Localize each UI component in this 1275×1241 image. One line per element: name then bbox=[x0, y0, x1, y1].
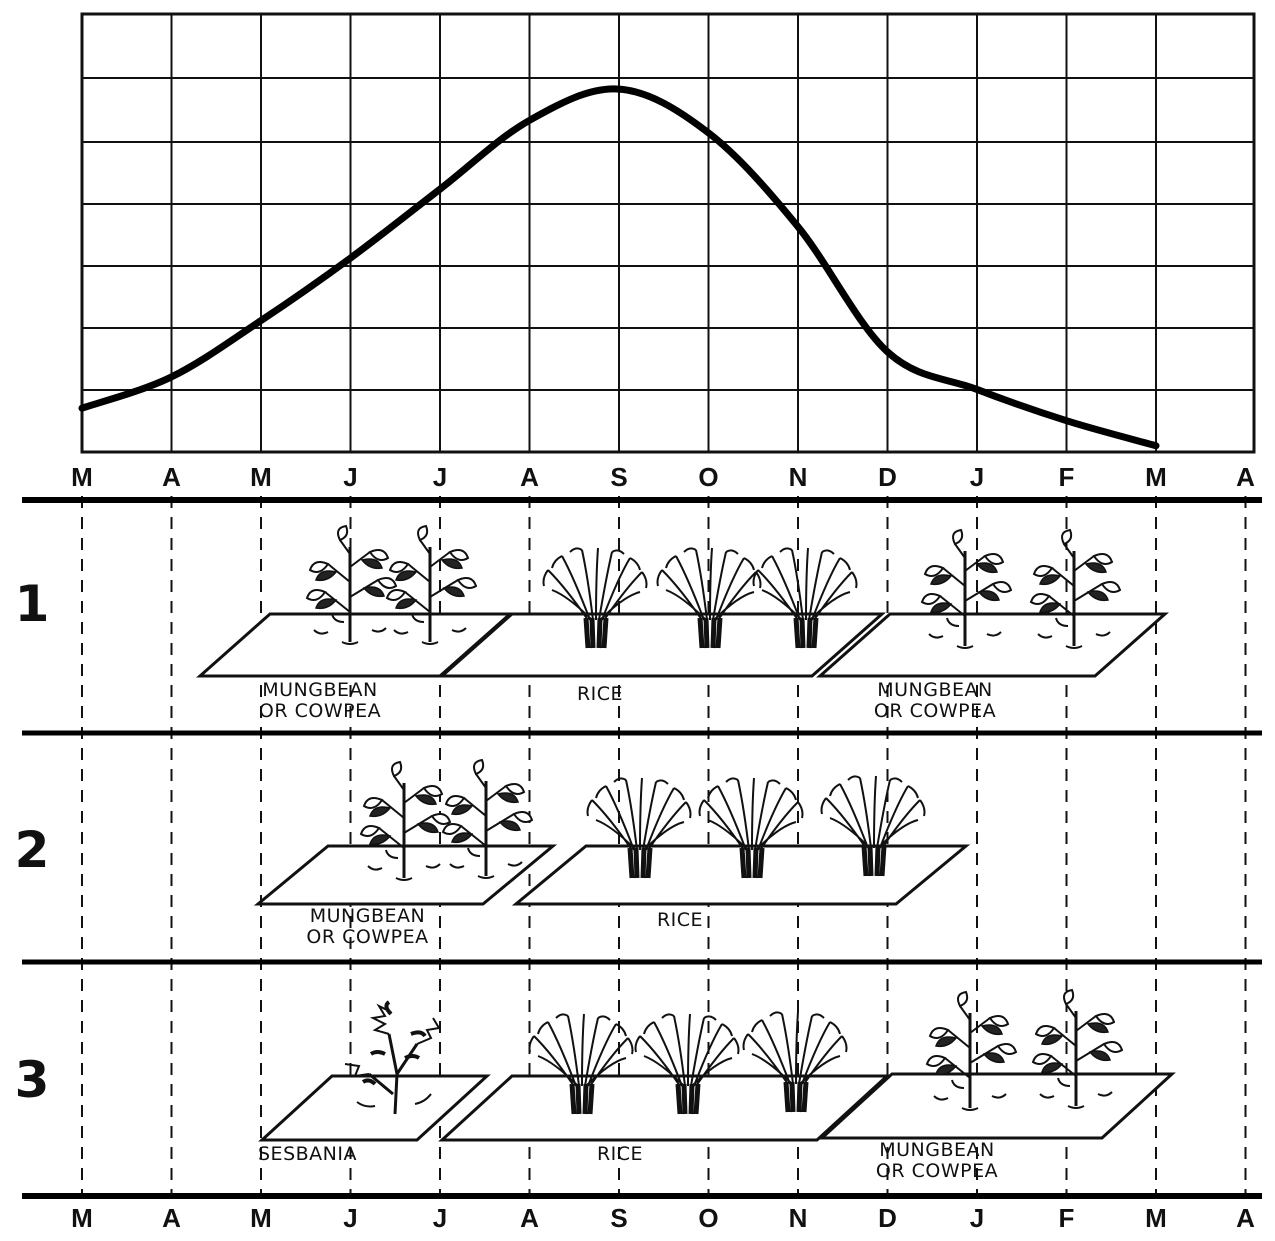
top-month-label: J bbox=[420, 462, 460, 492]
bottom-month-label: M bbox=[1136, 1203, 1176, 1233]
bottom-month-label: O bbox=[689, 1203, 729, 1233]
top-month-label: S bbox=[599, 462, 639, 492]
crop-plots bbox=[200, 526, 1172, 1140]
bottom-month-label: M bbox=[62, 1203, 102, 1233]
top-month-label: N bbox=[778, 462, 818, 492]
bottom-month-label: A bbox=[152, 1203, 192, 1233]
row3-right-crop-line2: OR COWPEA bbox=[842, 1161, 1032, 1182]
bottom-month-label: N bbox=[778, 1203, 818, 1233]
top-month-label: A bbox=[1226, 462, 1266, 492]
bottom-month-label: J bbox=[420, 1203, 460, 1233]
top-month-label: A bbox=[152, 462, 192, 492]
bottom-month-label: M bbox=[241, 1203, 281, 1233]
row1-right-crop-line2: OR COWPEA bbox=[840, 701, 1030, 722]
top-month-label: M bbox=[1136, 462, 1176, 492]
top-month-label: J bbox=[331, 462, 371, 492]
chart-grid bbox=[82, 14, 1254, 452]
row3-left-crop-label: SESBANIA bbox=[258, 1144, 357, 1165]
bottom-month-label: S bbox=[599, 1203, 639, 1233]
row3-right-crop-label: MUNGBEAN OR COWPEA bbox=[842, 1140, 1032, 1182]
row3-rice-label: RICE bbox=[570, 1144, 670, 1165]
top-month-label: A bbox=[510, 462, 550, 492]
row2-rice-label: RICE bbox=[630, 910, 730, 931]
row1-left-crop-label: MUNGBEAN OR COWPEA bbox=[230, 680, 410, 722]
row-number-2: 2 bbox=[2, 822, 62, 878]
top-month-label: M bbox=[241, 462, 281, 492]
row1-rice-label: RICE bbox=[550, 684, 650, 705]
bottom-month-label: A bbox=[510, 1203, 550, 1233]
bottom-month-label: J bbox=[957, 1203, 997, 1233]
row1-left-crop-line1: MUNGBEAN bbox=[230, 680, 410, 701]
row2-left-crop-line1: MUNGBEAN bbox=[275, 906, 460, 927]
bottom-month-label: A bbox=[1226, 1203, 1266, 1233]
top-month-label: M bbox=[62, 462, 102, 492]
row3-right-crop-line1: MUNGBEAN bbox=[842, 1140, 1032, 1161]
top-month-label: O bbox=[689, 462, 729, 492]
top-month-label: F bbox=[1047, 462, 1087, 492]
field-plot bbox=[442, 1076, 887, 1140]
top-month-label: D bbox=[868, 462, 908, 492]
bottom-month-label: D bbox=[868, 1203, 908, 1233]
row2-left-crop-line2: OR COWPEA bbox=[275, 927, 460, 948]
top-month-label: J bbox=[957, 462, 997, 492]
chart-frame bbox=[82, 14, 1254, 452]
bottom-month-label: F bbox=[1047, 1203, 1087, 1233]
row2-left-crop-label: MUNGBEAN OR COWPEA bbox=[275, 906, 460, 948]
bottom-month-label: J bbox=[331, 1203, 371, 1233]
row-number-1: 1 bbox=[2, 576, 62, 632]
row1-right-crop-line1: MUNGBEAN bbox=[840, 680, 1030, 701]
row-number-3: 3 bbox=[2, 1052, 62, 1108]
row1-left-crop-line2: OR COWPEA bbox=[230, 701, 410, 722]
row1-right-crop-label: MUNGBEAN OR COWPEA bbox=[840, 680, 1030, 722]
